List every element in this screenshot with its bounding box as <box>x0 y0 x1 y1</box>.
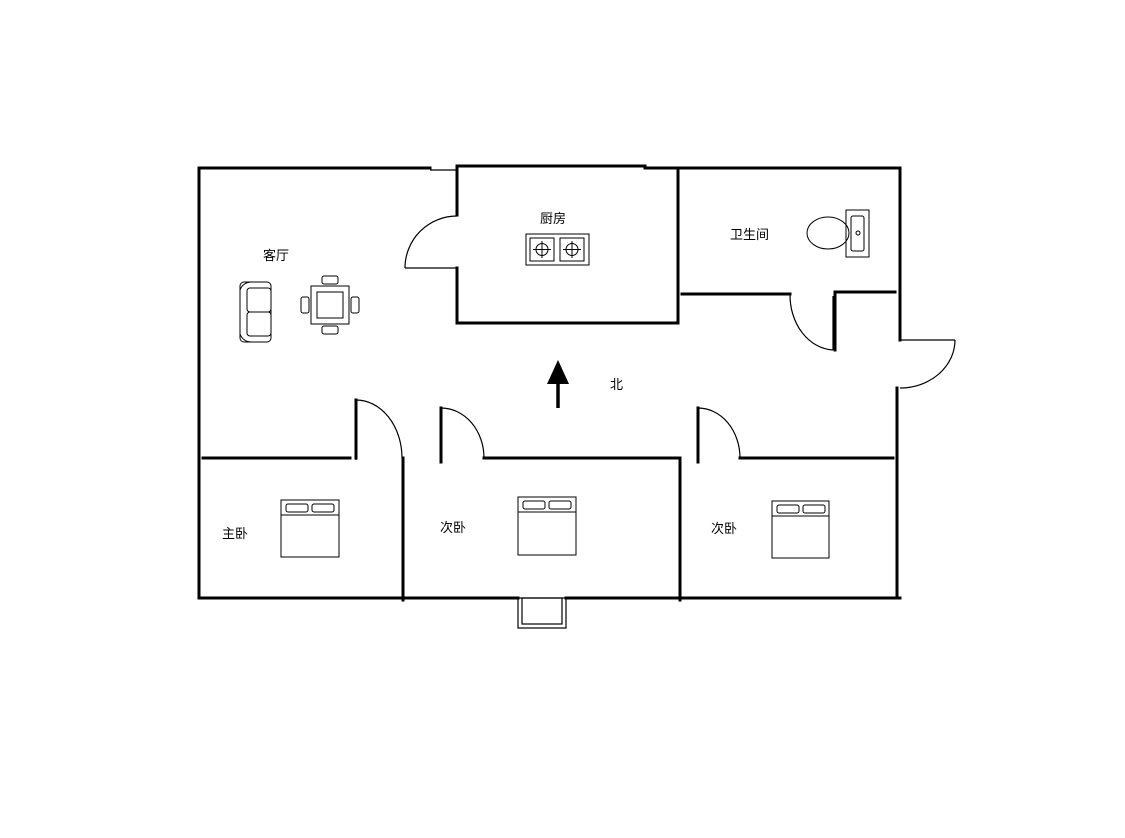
bathroom-walls <box>680 290 897 352</box>
bathroom-label: 卫生间 <box>730 228 770 243</box>
kitchen-label: 厨房 <box>540 212 567 227</box>
kitchen-walls <box>430 166 680 325</box>
dining-table-icon <box>300 275 360 335</box>
second-bedroom-b-label: 次卧 <box>711 522 738 537</box>
doors <box>355 215 956 460</box>
living-room-label: 客厅 <box>263 249 290 264</box>
bed-icon <box>280 499 340 558</box>
toilet-icon <box>806 209 870 258</box>
north-arrow-icon <box>547 360 569 408</box>
sofa-icon <box>239 281 272 343</box>
outer-walls <box>197 164 902 600</box>
master-bedroom-label: 主卧 <box>222 527 249 542</box>
balcony <box>517 597 567 629</box>
second-bedroom-a-label: 次卧 <box>440 521 467 536</box>
north-label: 北 <box>610 378 624 393</box>
bed-icon <box>771 500 830 559</box>
stove-icon <box>525 233 590 266</box>
bed-icon <box>517 496 577 556</box>
